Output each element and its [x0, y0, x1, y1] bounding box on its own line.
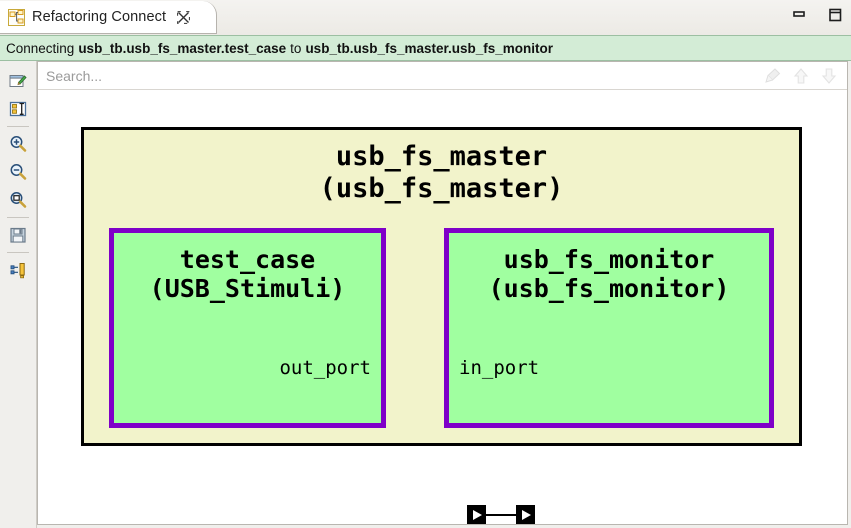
test-case-type: (USB_Stimuli): [149, 274, 346, 303]
status-source-path: usb_tb.usb_fs_master.test_case: [78, 40, 287, 56]
diagram-canvas[interactable]: usb_fs_master (usb_fs_master) test_case …: [38, 90, 847, 524]
outer-module-type: (usb_fs_master): [319, 172, 564, 204]
module-usb-fs-monitor[interactable]: usb_fs_monitor (usb_fs_monitor) in_port: [444, 228, 774, 428]
toolbar-divider: [7, 217, 29, 218]
search-actions: [764, 67, 847, 85]
clear-search-icon[interactable]: [764, 67, 782, 85]
zoom-in-icon[interactable]: [5, 130, 31, 158]
status-target-path: usb_tb.usb_fs_master.usb_fs_monitor: [305, 40, 554, 56]
zoom-out-icon[interactable]: [5, 158, 31, 186]
outer-module-name: usb_fs_master: [335, 141, 548, 172]
window-controls: [791, 8, 843, 22]
connect-port-icon[interactable]: [5, 256, 31, 284]
test-case-name: test_case: [179, 245, 316, 274]
editor-body: usb_fs_master (usb_fs_master) test_case …: [0, 61, 851, 528]
search-input[interactable]: [38, 62, 764, 89]
maximize-button[interactable]: [827, 8, 843, 22]
diagram-editor-pane: usb_fs_master (usb_fs_master) test_case …: [37, 61, 848, 525]
connection-wire[interactable]: [486, 514, 516, 516]
out-port-marker-icon[interactable]: [467, 505, 486, 524]
window-titlebar: Refactoring Connect: [0, 0, 851, 35]
toolbar-divider: [7, 252, 29, 253]
arrow-up-icon[interactable]: [792, 67, 810, 85]
module-test-case[interactable]: test_case (USB_Stimuli) out_port: [109, 228, 386, 428]
toolbar-divider: [7, 126, 29, 127]
in-port-marker-icon[interactable]: [516, 505, 535, 524]
search-bar: [38, 62, 847, 90]
minimize-button[interactable]: [791, 8, 807, 22]
zoom-fit-icon[interactable]: [5, 186, 31, 214]
status-prefix: Connecting: [6, 40, 75, 56]
refactoring-connect-icon: [8, 8, 25, 26]
module-usb-fs-master[interactable]: usb_fs_master (usb_fs_master) test_case …: [81, 127, 802, 524]
close-icon[interactable]: [177, 10, 190, 24]
status-joiner: to: [290, 40, 302, 56]
arrow-down-icon[interactable]: [820, 67, 838, 85]
connecting-status-banner: Connecting usb_tb.usb_fs_master.test_cas…: [0, 35, 851, 61]
port-label-in-port[interactable]: in_port: [459, 357, 540, 379]
monitor-type: (usb_fs_monitor): [488, 274, 730, 303]
tab-refactoring-connect[interactable]: Refactoring Connect: [0, 1, 218, 34]
tab-title: Refactoring Connect: [32, 9, 167, 25]
left-toolbar: [0, 61, 37, 528]
port-label-out-port[interactable]: out_port: [279, 357, 371, 379]
monitor-name: usb_fs_monitor: [503, 245, 715, 274]
edit-properties-icon[interactable]: [5, 67, 31, 95]
show-info-icon[interactable]: [5, 95, 31, 123]
save-icon[interactable]: [5, 221, 31, 249]
